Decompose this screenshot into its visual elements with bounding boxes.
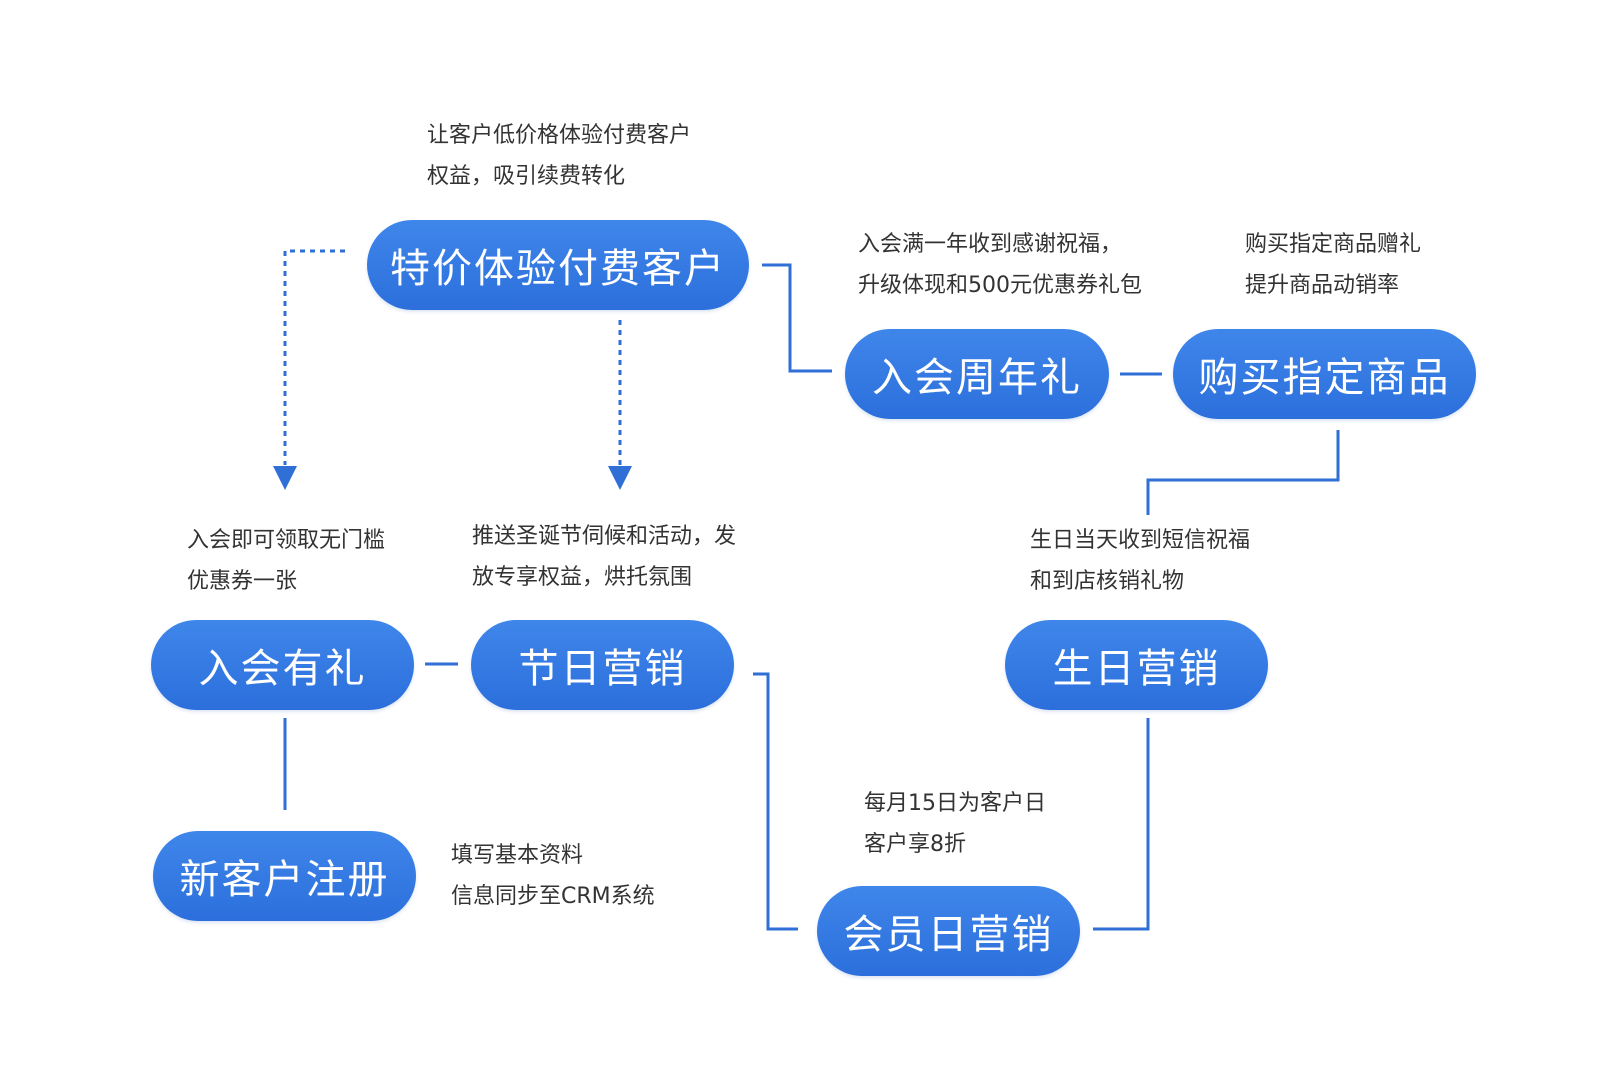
node-buy-designated-goods: 购买指定商品 bbox=[1173, 329, 1476, 419]
note-line: 信息同步至CRM系统 bbox=[451, 884, 655, 909]
note-member-day: 每月15日为客户日 客户享8折 bbox=[864, 783, 1046, 865]
note-line: 升级体现和500元优惠券礼包 bbox=[858, 273, 1142, 298]
note-line: 让客户低价格体验付费客户 bbox=[427, 123, 692, 148]
node-new-customer-register: 新客户注册 bbox=[153, 831, 416, 921]
note-line: 放专享权益，烘托氛围 bbox=[472, 565, 693, 590]
note-line: 提升商品动销率 bbox=[1245, 273, 1400, 298]
node-birthday-marketing: 生日营销 bbox=[1005, 620, 1268, 710]
node-member-day-marketing: 会员日营销 bbox=[817, 886, 1080, 976]
note-anniversary: 入会满一年收到感谢祝福， 升级体现和500元优惠券礼包 bbox=[858, 224, 1142, 306]
arrowhead-join-gift bbox=[273, 466, 297, 490]
node-anniversary-gift: 入会周年礼 bbox=[845, 329, 1109, 419]
node-holiday-marketing: 节日营销 bbox=[471, 620, 734, 710]
dotted-connector-trial-to-join-gift bbox=[283, 249, 345, 465]
note-line: 入会满一年收到感谢祝福， bbox=[858, 232, 1123, 257]
note-line: 权益，吸引续费转化 bbox=[427, 164, 626, 189]
note-join-gift: 入会即可领取无门槛 优惠券一张 bbox=[187, 520, 385, 602]
connector-holiday-to-member-day bbox=[753, 672, 798, 931]
arrowhead-holiday bbox=[608, 466, 632, 490]
note-buy-designated: 购买指定商品赠礼 提升商品动销率 bbox=[1245, 224, 1421, 306]
note-birthday-marketing: 生日当天收到短信祝福 和到店核销礼物 bbox=[1030, 520, 1250, 602]
node-trial-paid-customer: 特价体验付费客户 bbox=[367, 220, 749, 310]
note-line: 推送圣诞节伺候和活动，发 bbox=[472, 524, 737, 549]
note-line: 生日当天收到短信祝福 bbox=[1030, 528, 1251, 553]
note-trial-paid: 让客户低价格体验付费客户 权益，吸引续费转化 bbox=[427, 115, 691, 197]
node-join-gift: 入会有礼 bbox=[151, 620, 414, 710]
note-line: 入会即可领取无门槛 bbox=[187, 528, 386, 553]
note-line: 优惠券一张 bbox=[187, 569, 298, 594]
note-line: 填写基本资料 bbox=[451, 843, 584, 868]
note-line: 和到店核销礼物 bbox=[1030, 569, 1185, 594]
note-line: 每月15日为客户日 bbox=[864, 791, 1046, 816]
note-holiday-marketing: 推送圣诞节伺候和活动，发 放专享权益，烘托氛围 bbox=[472, 516, 736, 598]
connector-birthday-to-member-day bbox=[1093, 718, 1150, 931]
note-line: 购买指定商品赠礼 bbox=[1245, 232, 1422, 257]
note-new-register: 填写基本资料 信息同步至CRM系统 bbox=[451, 835, 655, 917]
connector-trial-to-anniversary bbox=[762, 263, 832, 373]
connector-buy-to-birthday bbox=[1146, 430, 1340, 515]
note-line: 客户享8折 bbox=[864, 832, 966, 857]
